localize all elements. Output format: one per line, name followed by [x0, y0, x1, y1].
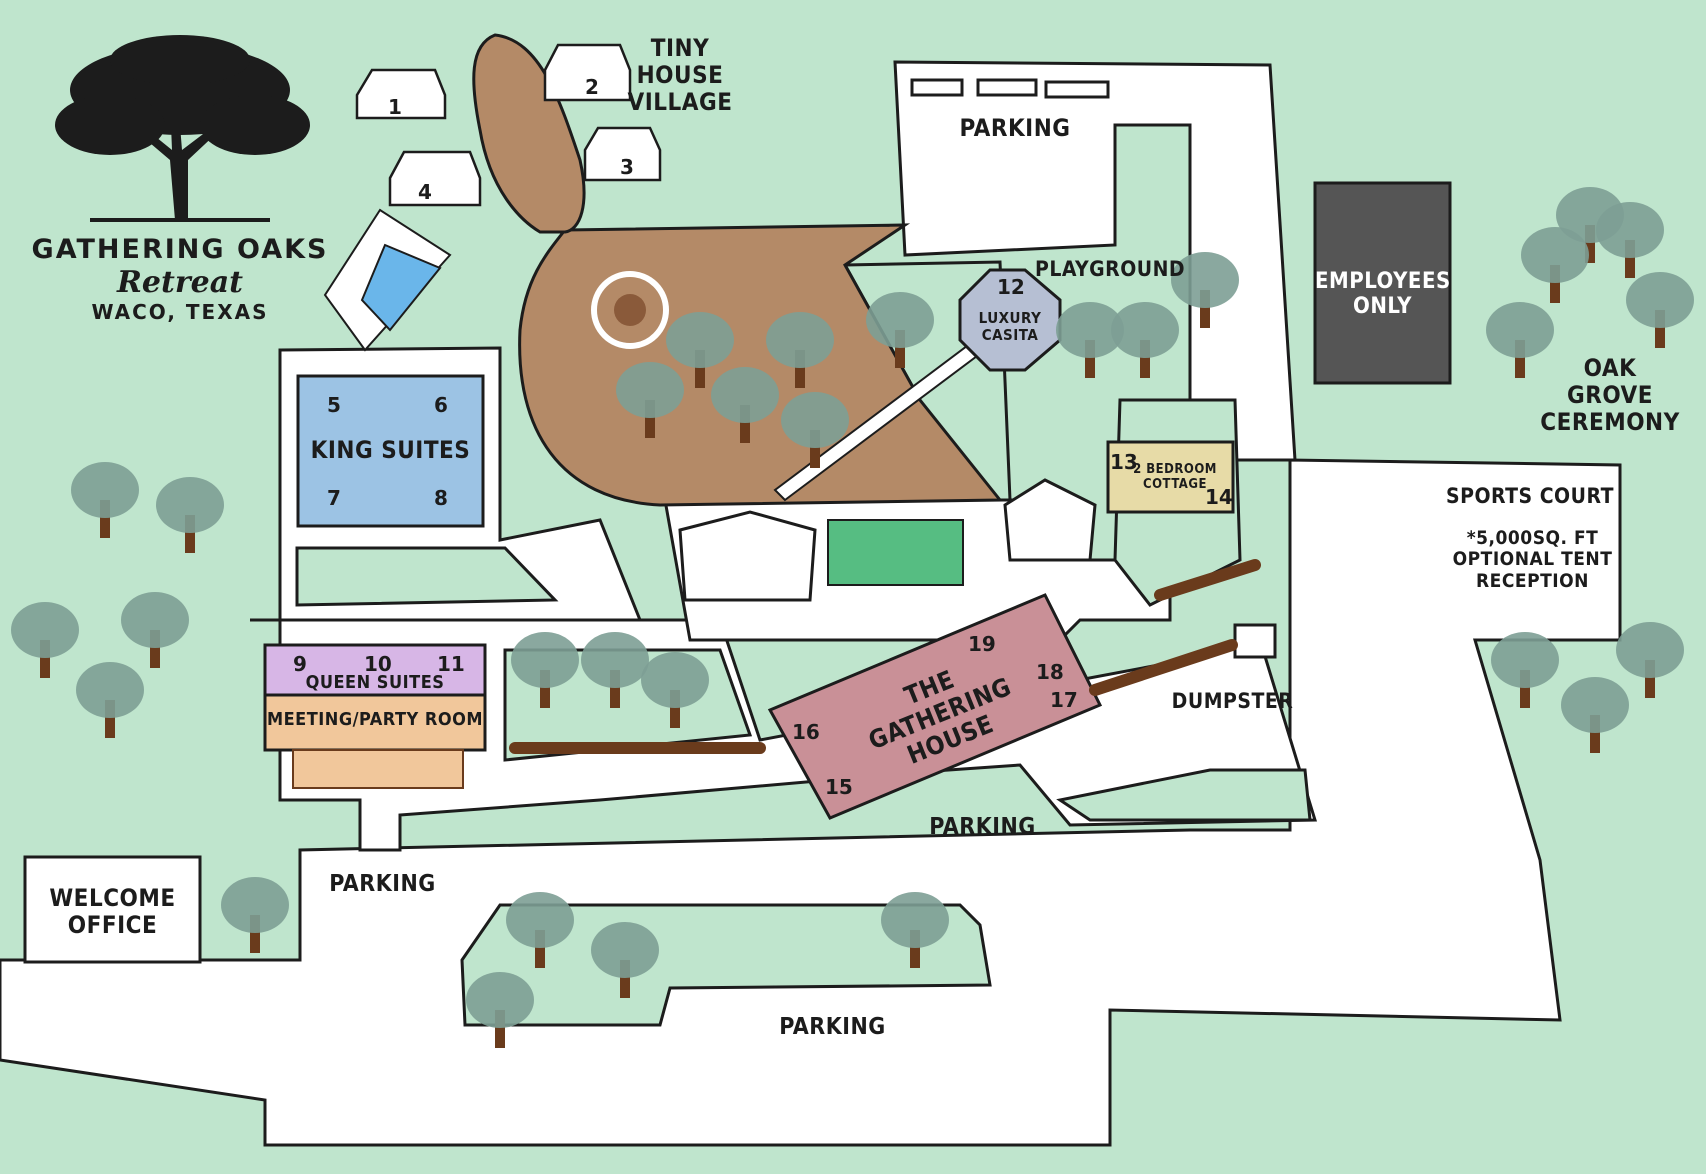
tree-icon [766, 312, 834, 388]
label-oak-grove-ceremony: OAK GROVE CEREMONY [1540, 354, 1680, 436]
oak-tree-logo-icon [55, 35, 310, 222]
label-two-bedroom-cottage: 2 BEDROOM COTTAGE [1133, 462, 1217, 492]
lawn [827, 519, 964, 586]
unit-number-9: 9 [293, 652, 307, 676]
label-parking-top: PARKING [959, 114, 1071, 142]
unit-number-2: 2 [585, 75, 599, 99]
tree-icon [881, 892, 949, 968]
label-king-suites: KING SUITES [310, 436, 471, 464]
label-sports-court: SPORTS COURT [1446, 484, 1614, 508]
tree-icon [506, 892, 574, 968]
tree-icon [121, 592, 189, 668]
unit-number-1: 1 [388, 95, 402, 119]
unit-number-10: 10 [364, 652, 392, 676]
tree-icon [1491, 632, 1559, 708]
label-parking-bottom: PARKING [779, 1014, 886, 1040]
tree-icon [1596, 202, 1664, 278]
tree-icon [711, 367, 779, 443]
label-queen-suites: QUEEN SUITES [305, 672, 445, 693]
unit-number-4: 4 [418, 180, 432, 204]
unit-number-13: 13 [1110, 450, 1138, 474]
pavilions [678, 478, 1097, 602]
two-bedroom-cottage-building [1106, 440, 1235, 514]
label-welcome-office: WELCOME OFFICE [49, 884, 176, 939]
parking-stalls [910, 78, 1110, 99]
label-meeting-party-room: MEETING/PARTY ROOM [266, 709, 483, 730]
unit-number-5: 5 [327, 393, 341, 417]
dumpster-box [1233, 623, 1277, 659]
tree-icon [616, 362, 684, 438]
unit-number-18: 18 [1036, 660, 1064, 684]
tree-icon [76, 662, 144, 738]
label-sports-court-note: *5,000SQ. FT OPTIONAL TENT RECEPTION [1452, 527, 1613, 592]
tree-icon [511, 632, 579, 708]
label-playground: PLAYGROUND [1035, 257, 1186, 281]
tree-icon [581, 632, 649, 708]
tree-icon [1616, 622, 1684, 698]
tree-icon [666, 312, 734, 388]
wood-fences [509, 559, 1261, 754]
tree-icon [1626, 272, 1694, 348]
dirt-plaza [518, 223, 1004, 507]
tree-icon [866, 292, 934, 368]
unit-number-11: 11 [437, 652, 465, 676]
tree-icon [1056, 302, 1124, 378]
brand-script: Retreat [116, 265, 244, 300]
employees-only-building [1313, 181, 1452, 385]
unit-number-8: 8 [434, 486, 448, 510]
unit-number-3: 3 [620, 155, 634, 179]
tree-icon [466, 972, 534, 1048]
tree-icon [11, 602, 79, 678]
tree-icon [1111, 302, 1179, 378]
trees [11, 187, 1694, 1048]
brand-name: GATHERING OAKS [31, 234, 329, 265]
welcome-office-building [23, 855, 202, 964]
tree-icon [1561, 677, 1629, 753]
label-parking-center: PARKING [929, 814, 1036, 840]
brand-location: WACO, TEXAS [91, 300, 269, 324]
tree-icon [1171, 252, 1239, 328]
label-tiny-house-village: TINY HOUSE VILLAGE [627, 34, 733, 116]
tree-icon [1486, 302, 1554, 378]
tree-icon [591, 922, 659, 998]
tree-icon [641, 652, 709, 728]
tree-icon [1521, 227, 1589, 303]
brand-logo: GATHERING OAKS Retreat WACO, TEXAS [30, 30, 330, 330]
tree-icon [781, 392, 849, 468]
pool [360, 243, 442, 332]
king-suites-building [296, 374, 485, 528]
tree-icon [71, 462, 139, 538]
label-employees-only: EMPLOYEES ONLY [1315, 269, 1451, 319]
unit-number-16: 16 [792, 720, 820, 744]
unit-number-15: 15 [825, 775, 853, 799]
patio-grid [292, 749, 464, 789]
unit-number-7: 7 [327, 486, 341, 510]
tree-icon [221, 877, 289, 953]
tree-icon [156, 477, 224, 553]
label-parking-left: PARKING [329, 871, 436, 897]
unit-number-6: 6 [434, 393, 448, 417]
label-dumpster: DUMPSTER [1171, 689, 1294, 713]
fire-pit [591, 271, 669, 349]
luxury-casita-building [958, 268, 1062, 372]
gathering-house-building [767, 593, 1103, 820]
unit-number-17: 17 [1050, 688, 1078, 712]
label-luxury-casita: LUXURY CASITA [978, 309, 1042, 344]
tiny-houses [355, 43, 662, 207]
unit-number-14: 14 [1205, 485, 1233, 509]
unit-number-12: 12 [997, 275, 1025, 299]
unit-number-19: 19 [968, 632, 996, 656]
